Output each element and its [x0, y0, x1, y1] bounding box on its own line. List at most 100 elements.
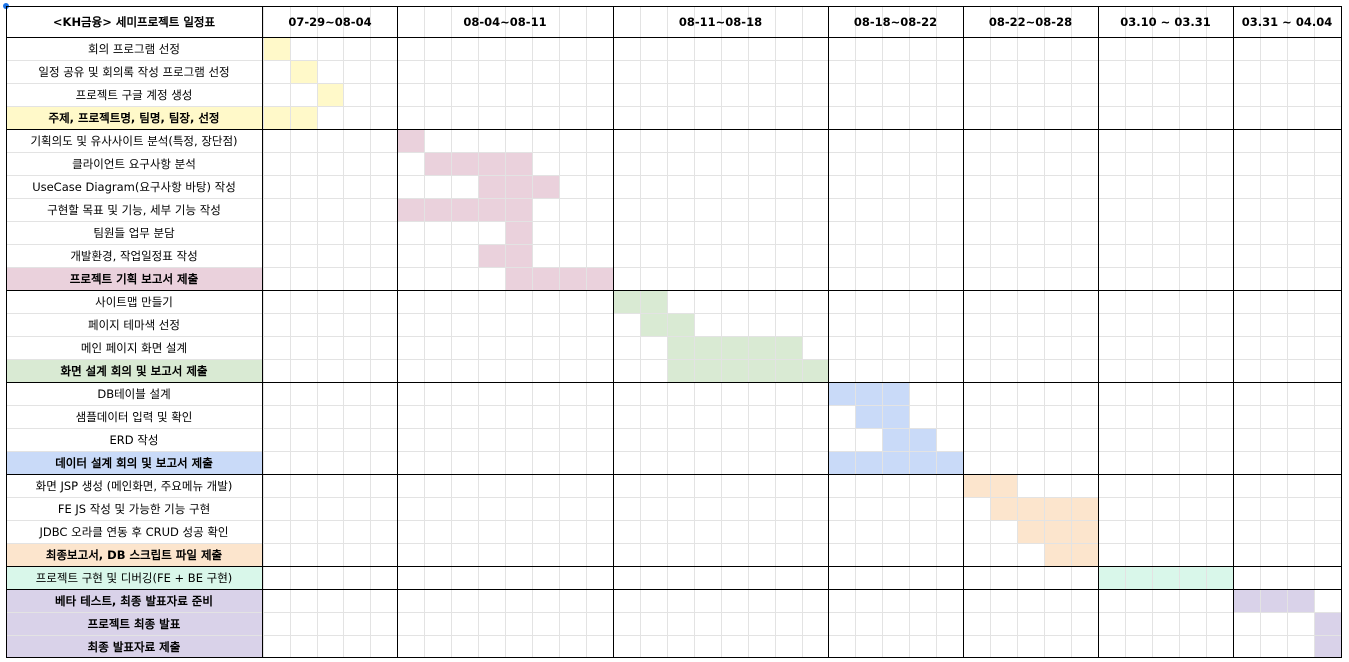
gantt-bar[interactable]: [667, 336, 802, 359]
grid-line: [6, 313, 1341, 314]
page-title: <KH금융> 세미프로젝트 일정표: [52, 14, 216, 29]
week-header: 08-18~08-22: [853, 14, 938, 29]
gantt-bar[interactable]: [667, 359, 828, 382]
grid-line: [909, 6, 910, 657]
grid-line: [478, 6, 479, 657]
task-label: 샘플데이터 입력 및 확인: [75, 409, 193, 424]
gantt-bar[interactable]: [1017, 520, 1098, 543]
group-border: [6, 589, 1342, 590]
week-border: [397, 6, 398, 657]
grid-line: [6, 543, 1341, 544]
gantt-bar[interactable]: [828, 382, 909, 405]
grid-line: [6, 612, 1341, 613]
grid-line: [1125, 6, 1126, 657]
table-border: [6, 6, 1342, 7]
task-label: 회의 프로그램 선정: [88, 41, 180, 56]
header-border: [6, 37, 1342, 38]
grid-line: [6, 198, 1341, 199]
week-header: 07-29~08-04: [288, 14, 372, 29]
summary-row-highlight: [6, 635, 262, 658]
gantt-bar[interactable]: [1314, 612, 1341, 635]
summary-row-highlight: [6, 359, 262, 382]
gantt-bar[interactable]: [263, 37, 290, 60]
week-border: [1233, 6, 1234, 657]
grid-line: [1017, 6, 1018, 657]
group-border: [6, 129, 1342, 130]
grid-line: [1071, 6, 1072, 657]
milestone-label: 최종 발표자료 제출: [87, 639, 181, 654]
grid-line: [802, 6, 803, 657]
gantt-bar[interactable]: [397, 129, 424, 152]
grid-line: [6, 451, 1341, 452]
week-border: [1098, 6, 1099, 657]
grid-line: [882, 6, 883, 657]
milestone-label: 베타 테스트, 최종 발표자료 준비: [55, 593, 213, 608]
summary-row-highlight: [6, 106, 262, 129]
week-border: [963, 6, 964, 657]
gantt-bar[interactable]: [290, 60, 317, 83]
table-border: [6, 657, 1342, 658]
grid-line: [370, 6, 371, 657]
grid-line: [317, 6, 318, 657]
task-label: JDBC 오라클 연동 후 CRUD 성공 확인: [39, 524, 229, 539]
summary-row-highlight: [6, 451, 262, 474]
grid-line: [6, 497, 1341, 498]
task-label: 팀원들 업무 분담: [93, 225, 175, 240]
week-header: 03.10 ~ 03.31: [1120, 14, 1211, 29]
grid-line: [451, 6, 452, 657]
grid-line: [6, 60, 1341, 61]
grid-line: [667, 6, 668, 657]
grid-line: [1206, 6, 1207, 657]
gantt-bar[interactable]: [505, 221, 532, 244]
grid-line: [6, 428, 1341, 429]
grid-line: [6, 359, 1341, 360]
task-label: 사이트맵 만들기: [95, 294, 173, 309]
task-row-highlight: [6, 566, 262, 589]
grid-line: [6, 83, 1341, 84]
grid-line: [1179, 6, 1180, 657]
gantt-bar[interactable]: [1098, 566, 1233, 589]
grid-line: [424, 6, 425, 657]
grid-line: [694, 6, 695, 657]
table-border: [6, 6, 7, 657]
task-label: 페이지 테마색 선정: [88, 317, 180, 332]
grid-line: [586, 6, 587, 657]
grid-line: [6, 152, 1341, 153]
week-border: [613, 6, 614, 657]
gantt-bar[interactable]: [828, 451, 963, 474]
task-label: 구현할 목표 및 기능, 세부 기능 작성: [47, 202, 221, 217]
gantt-bar[interactable]: [1233, 589, 1314, 612]
gantt-bar[interactable]: [317, 83, 343, 106]
grid-line: [936, 6, 937, 657]
grid-line: [6, 520, 1341, 521]
summary-row-highlight: [6, 589, 262, 612]
label-column-border: [262, 6, 263, 657]
task-label: 클라이언트 요구사항 분석: [72, 156, 196, 171]
group-border: [6, 474, 1342, 475]
week-border: [1341, 6, 1342, 657]
summary-row-highlight: [6, 543, 262, 566]
summary-row-highlight: [6, 267, 262, 290]
task-label: 일정 공유 및 회의록 작성 프로그램 선정: [38, 64, 230, 79]
week-header: 03.31 ~ 04.04: [1241, 14, 1333, 29]
grid-line: [6, 635, 1341, 636]
task-label: ERD 작성: [109, 432, 159, 447]
week-header: 08-11~08-18: [678, 14, 763, 29]
milestone-label: 주제, 프로젝트명, 팀명, 팀장, 선정: [48, 110, 220, 125]
grid-line: [6, 221, 1341, 222]
grid-line: [1314, 6, 1315, 657]
task-label: 메인 페이지 화면 설계: [80, 340, 188, 355]
task-label: 프로젝트 구글 계정 생성: [75, 87, 193, 102]
task-label: UseCase Diagram(요구사항 바탕) 작성: [32, 179, 236, 194]
milestone-label: 화면 설계 회의 및 보고서 제출: [60, 363, 208, 378]
task-label: FE JS 작성 및 가능한 기능 구현: [57, 501, 211, 516]
group-border: [6, 566, 1342, 567]
gantt-bar[interactable]: [478, 175, 559, 198]
grid-line: [505, 6, 506, 657]
group-border: [6, 290, 1342, 291]
gantt-bar[interactable]: [397, 198, 532, 221]
grid-line: [775, 6, 776, 657]
milestone-label: 최종보고서, DB 스크립트 파일 제출: [45, 547, 223, 562]
gantt-bar[interactable]: [1314, 635, 1341, 658]
grid-line: [532, 6, 533, 657]
